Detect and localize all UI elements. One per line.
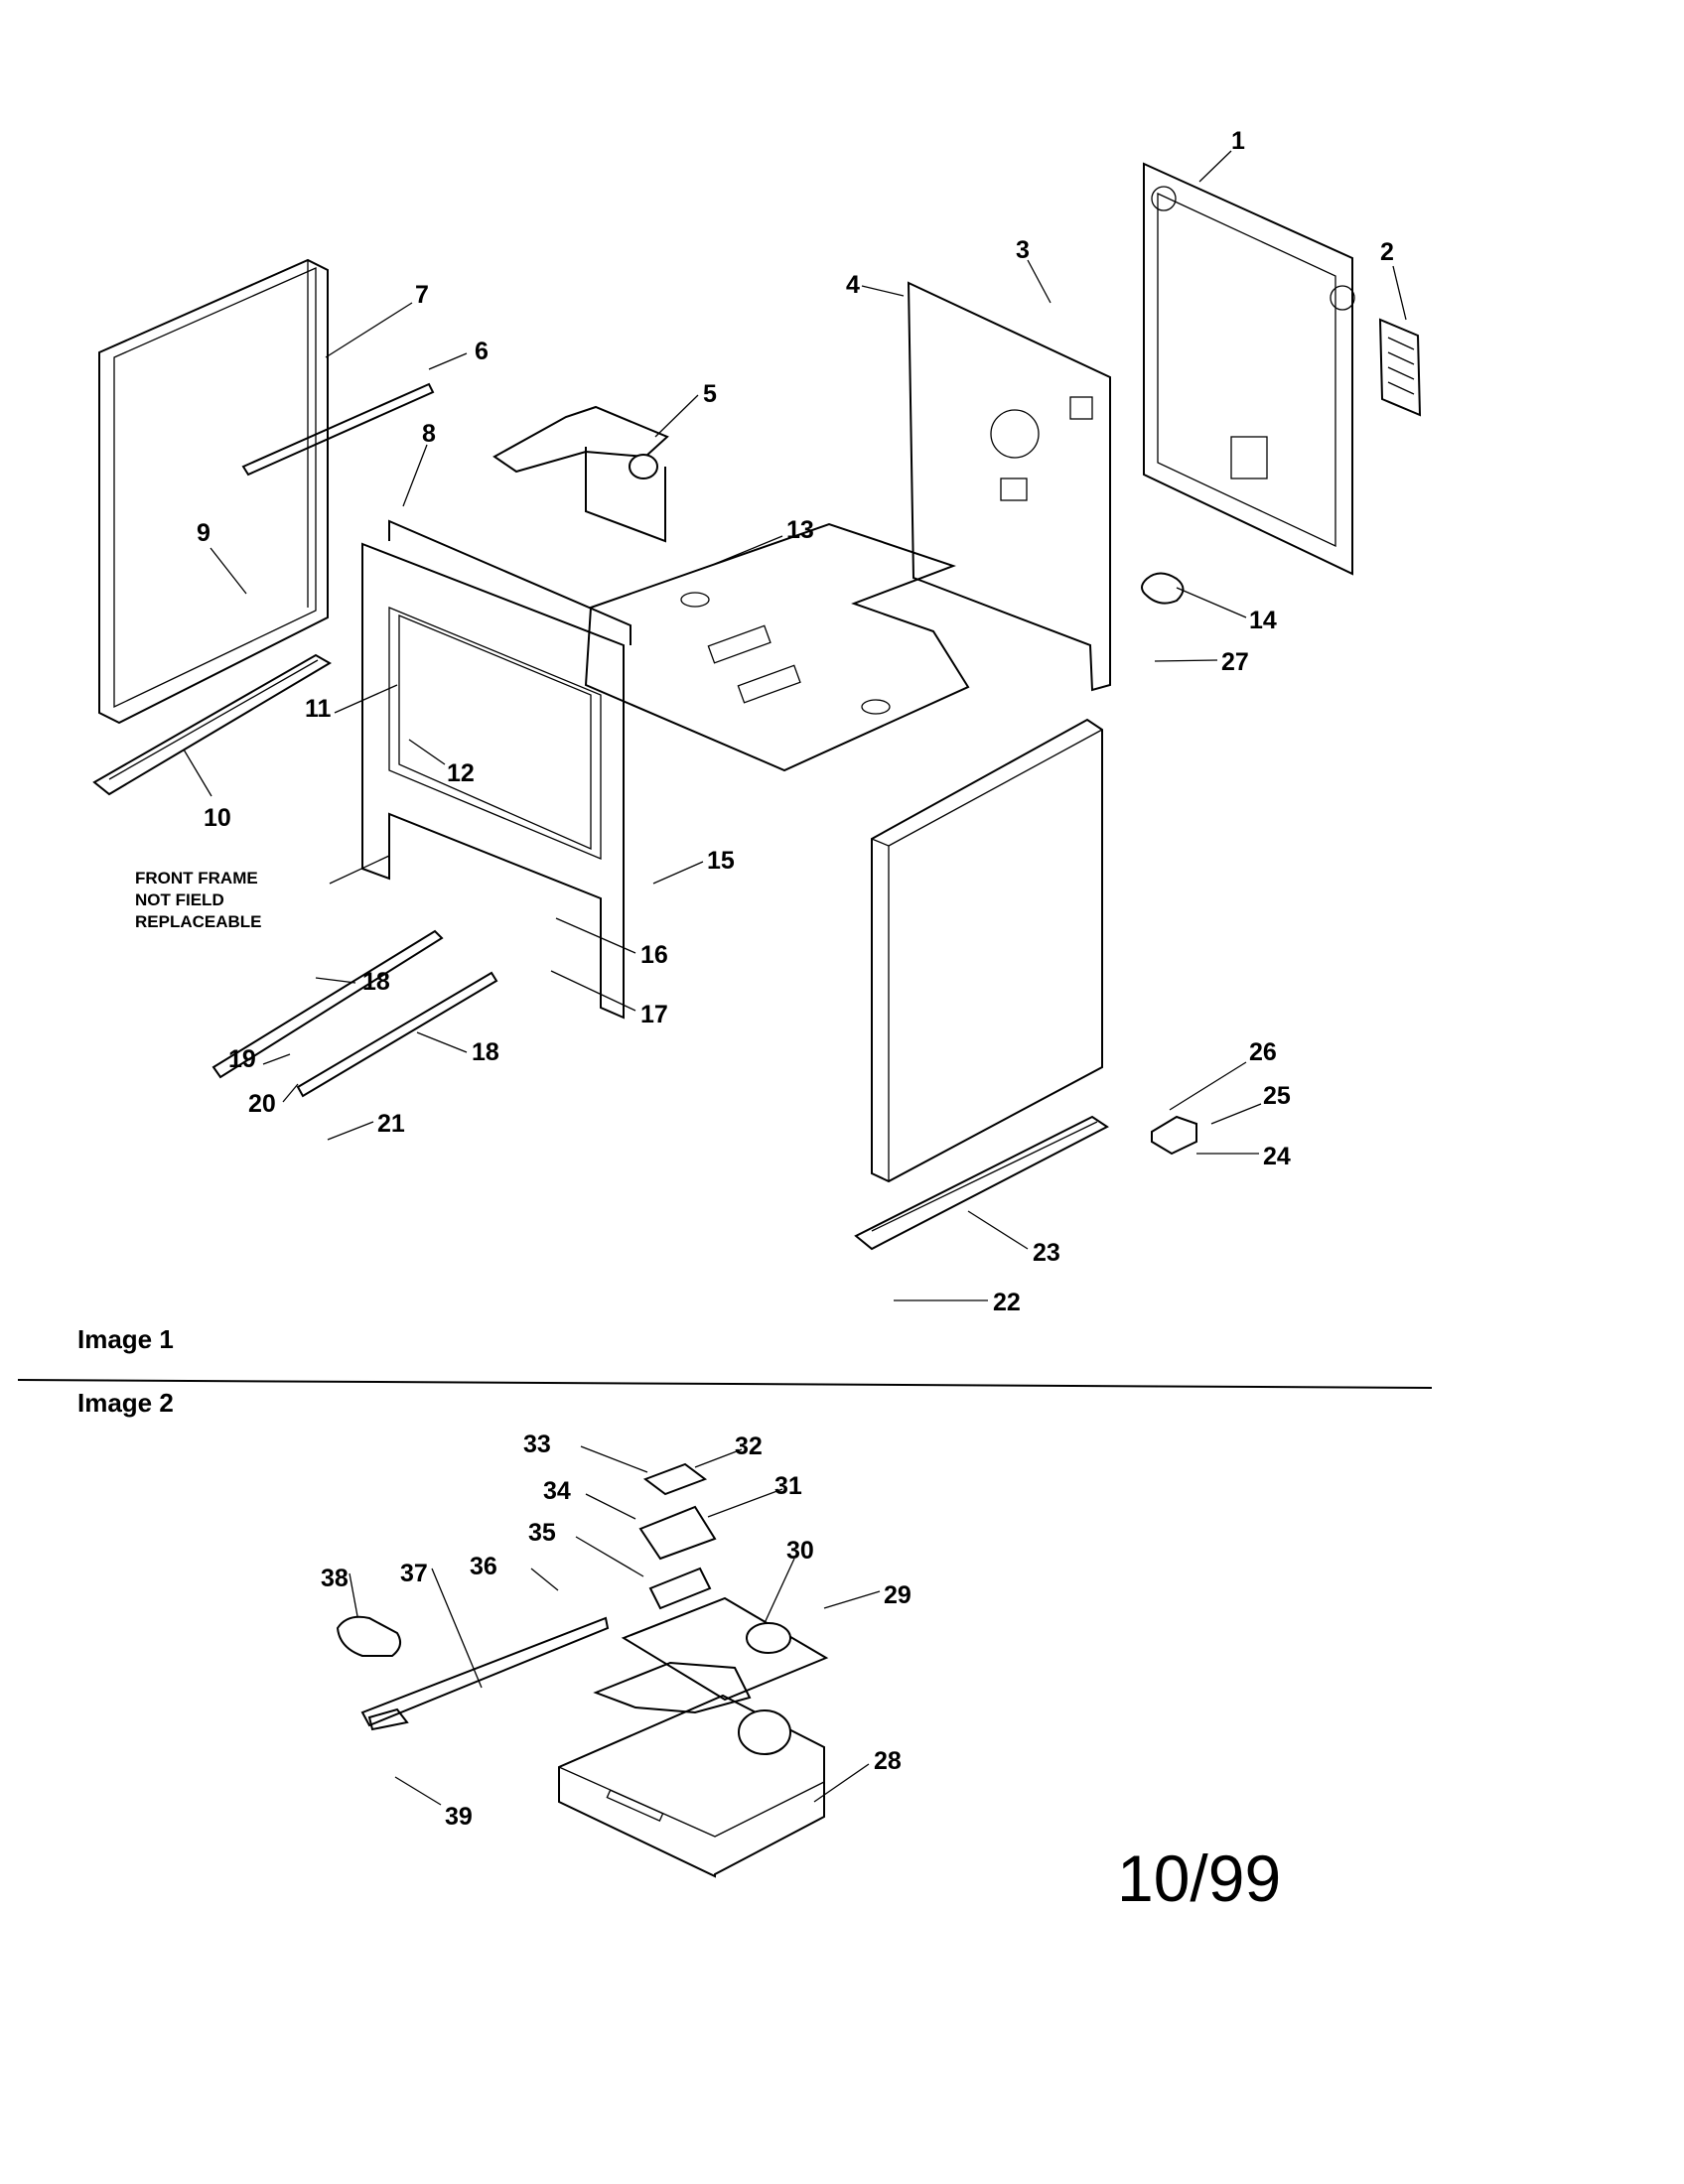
section-divider bbox=[17, 1379, 1433, 1389]
label-5: 5 bbox=[703, 380, 717, 408]
label-18a: 18 bbox=[362, 968, 390, 996]
label-20: 20 bbox=[248, 1090, 276, 1118]
part-labels-image1: 1 2 3 4 5 6 7 8 9 10 11 12 13 14 15 16 1… bbox=[197, 127, 1394, 1316]
label-4: 4 bbox=[846, 271, 860, 299]
rail-6 bbox=[241, 382, 435, 477]
label-37: 37 bbox=[400, 1560, 428, 1587]
section-image-1: Image 1 bbox=[77, 1324, 174, 1354]
valve-assembly bbox=[492, 405, 669, 543]
label-30: 30 bbox=[786, 1537, 814, 1565]
label-26: 26 bbox=[1249, 1038, 1277, 1066]
label-7: 7 bbox=[415, 281, 429, 309]
label-15: 15 bbox=[707, 847, 735, 875]
label-3: 3 bbox=[1016, 236, 1030, 264]
label-32: 32 bbox=[735, 1433, 763, 1460]
front-frame bbox=[361, 519, 632, 1020]
label-2: 2 bbox=[1380, 238, 1394, 266]
label-35: 35 bbox=[528, 1519, 556, 1547]
note-line-3: REPLACEABLE bbox=[135, 912, 262, 931]
label-29: 29 bbox=[884, 1581, 912, 1609]
note-line-2: NOT FIELD bbox=[135, 890, 224, 909]
label-39: 39 bbox=[445, 1803, 473, 1831]
section-image-2: Image 2 bbox=[77, 1388, 174, 1418]
base-bracket-28 bbox=[558, 1694, 825, 1878]
slide-rails-18 bbox=[211, 929, 498, 1098]
front-frame-note: FRONT FRAME NOT FIELD REPLACEABLE bbox=[135, 869, 262, 931]
label-6: 6 bbox=[475, 338, 489, 365]
valve-plate-30 bbox=[593, 1596, 829, 1755]
label-12: 12 bbox=[447, 759, 475, 787]
bottom-rail-10 bbox=[92, 653, 332, 796]
note-line-1: FRONT FRAME bbox=[135, 869, 258, 887]
left-side-panel bbox=[98, 258, 329, 725]
rear-panel bbox=[1143, 162, 1355, 576]
label-16: 16 bbox=[640, 941, 668, 969]
label-24: 24 bbox=[1263, 1143, 1291, 1170]
label-27: 27 bbox=[1221, 648, 1249, 676]
label-21: 21 bbox=[377, 1110, 405, 1138]
label-33: 33 bbox=[523, 1431, 551, 1458]
back-panel bbox=[907, 281, 1111, 692]
label-23: 23 bbox=[1033, 1239, 1060, 1267]
label-19: 19 bbox=[228, 1045, 256, 1073]
gasket-14 bbox=[1141, 572, 1185, 605]
part-labels-image2: 28 29 30 31 32 33 34 35 36 37 38 39 bbox=[321, 1431, 912, 1831]
label-1: 1 bbox=[1231, 127, 1245, 155]
label-36: 36 bbox=[470, 1553, 497, 1580]
top-panel bbox=[584, 522, 970, 772]
label-13: 13 bbox=[786, 516, 814, 544]
label-18b: 18 bbox=[472, 1038, 499, 1066]
vent-cover bbox=[1378, 318, 1422, 417]
right-side-panel bbox=[871, 718, 1103, 1183]
date-stamp: 10/99 bbox=[1117, 1842, 1281, 1915]
small-parts bbox=[638, 1462, 717, 1610]
label-28: 28 bbox=[874, 1747, 902, 1775]
label-10: 10 bbox=[204, 804, 231, 832]
label-22: 22 bbox=[993, 1289, 1021, 1316]
leader-lines-image1 bbox=[183, 150, 1407, 1301]
rod-37 bbox=[336, 1615, 610, 1731]
label-9: 9 bbox=[197, 519, 210, 547]
label-14: 14 bbox=[1249, 607, 1277, 634]
leader-lines-image2 bbox=[349, 1445, 881, 1806]
label-8: 8 bbox=[422, 420, 436, 448]
bracket-25 bbox=[1151, 1115, 1197, 1156]
label-38: 38 bbox=[321, 1565, 349, 1592]
label-25: 25 bbox=[1263, 1082, 1291, 1110]
label-11: 11 bbox=[305, 695, 332, 723]
bottom-rail-23 bbox=[854, 1115, 1109, 1251]
label-34: 34 bbox=[543, 1477, 571, 1505]
label-31: 31 bbox=[774, 1472, 802, 1500]
label-17: 17 bbox=[640, 1001, 668, 1028]
